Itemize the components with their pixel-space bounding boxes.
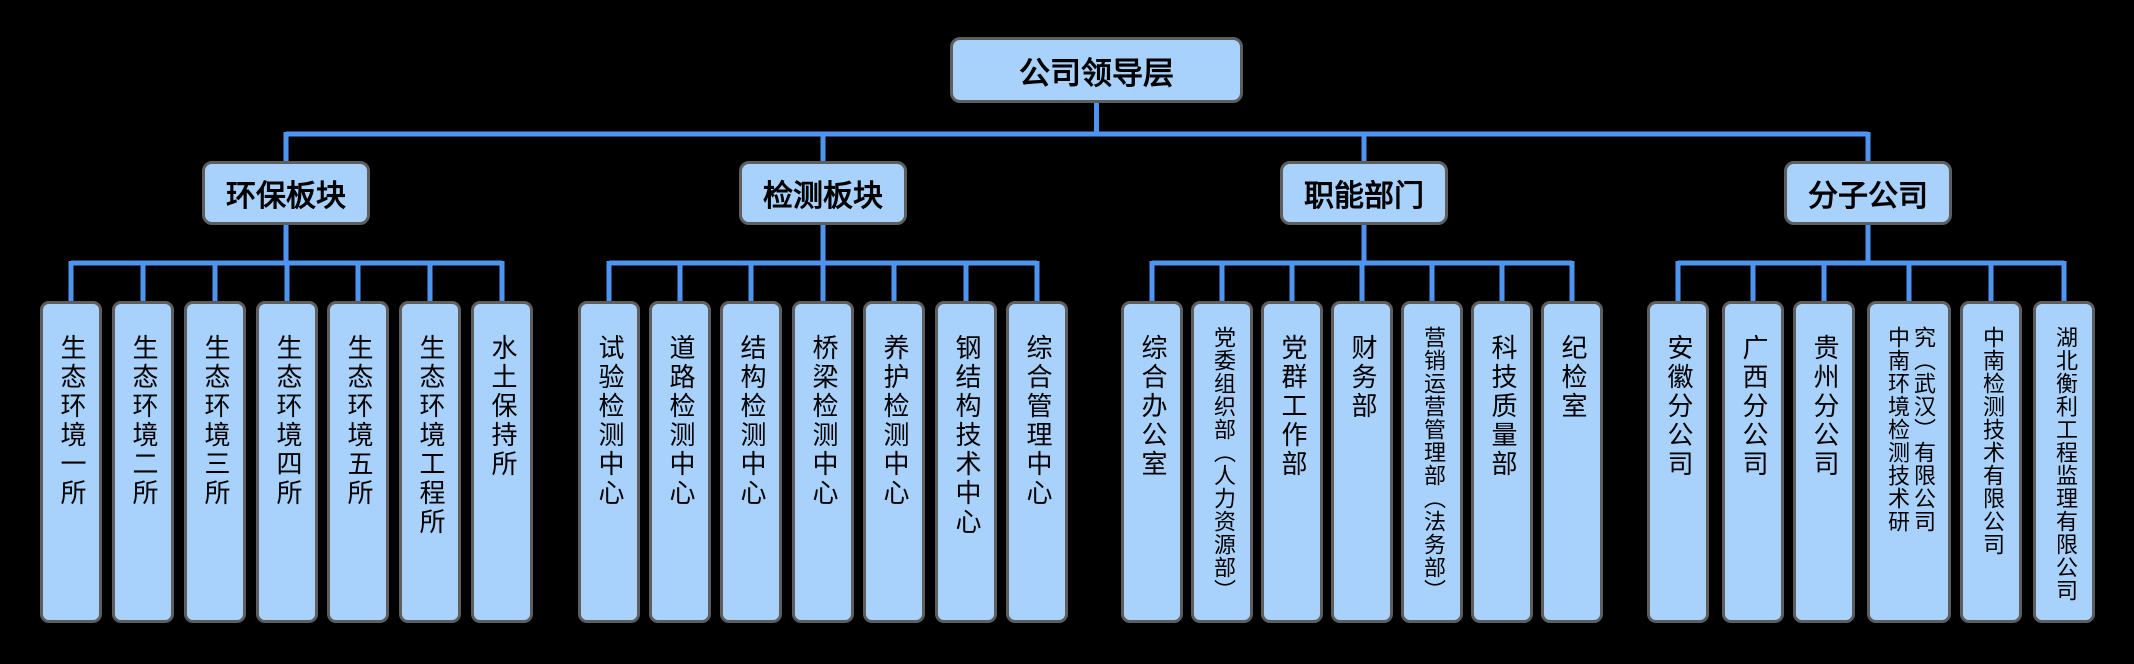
org-unit-label: 试验检测中心 xyxy=(594,334,624,508)
org-unit-label: 结构检测中心 xyxy=(736,334,766,508)
org-unit-label: 钢结构技术中心 xyxy=(951,334,981,537)
org-unit-node: 综合办公室 xyxy=(1121,301,1183,623)
org-unit-node: 安徽分公司 xyxy=(1647,301,1709,623)
org-unit-node: 生态环境三所 xyxy=(184,301,246,623)
org-unit-label: 水土保持所 xyxy=(487,334,517,479)
group-header-label: 职能部门 xyxy=(1304,179,1424,214)
org-unit-label: 综合管理中心 xyxy=(1022,334,1052,508)
org-unit-node: 钢结构技术中心 xyxy=(935,301,997,623)
root-node-label: 公司领导层 xyxy=(1019,55,1174,92)
org-unit-label: 生态环境三所 xyxy=(200,334,230,508)
org-unit-label: 综合办公室 xyxy=(1137,334,1167,479)
org-unit-node: 贵州分公司 xyxy=(1793,301,1855,623)
org-unit-node: 结构检测中心 xyxy=(720,301,782,623)
org-unit-label: 贵州分公司 xyxy=(1809,334,1839,479)
org-unit-node: 水土保持所 xyxy=(471,301,533,623)
group-header-2: 职能部门 xyxy=(1280,161,1448,225)
group-header-label: 检测板块 xyxy=(763,179,883,214)
org-unit-node: 桥梁检测中心 xyxy=(792,301,854,623)
group-header-1: 检测板块 xyxy=(739,161,907,225)
org-unit-label: 道路检测中心 xyxy=(665,334,695,508)
org-unit-node: 生态环境一所 xyxy=(40,301,102,623)
org-unit-label: 生态环境二所 xyxy=(128,334,158,508)
org-unit-node: 广西分公司 xyxy=(1722,301,1784,623)
org-unit-label: 生态环境一所 xyxy=(56,334,86,508)
org-unit-label: 养护检测中心 xyxy=(879,334,909,508)
org-unit-label: 广西分公司 xyxy=(1738,334,1768,479)
group-header-3: 分子公司 xyxy=(1784,161,1952,225)
org-unit-label: 生态环境五所 xyxy=(343,334,373,508)
org-unit-node: 综合管理中心 xyxy=(1006,301,1068,623)
org-unit-label: 生态环境四所 xyxy=(272,334,302,508)
group-header-label: 分子公司 xyxy=(1808,179,1928,214)
org-unit-node: 党群工作部 xyxy=(1261,301,1323,623)
org-unit-node: 生态环境二所 xyxy=(112,301,174,623)
org-unit-node: 纪检室 xyxy=(1541,301,1603,623)
org-unit-label: 桥梁检测中心 xyxy=(808,334,838,508)
org-unit-label: 中南检测技术有限公司 xyxy=(1979,326,2004,556)
org-unit-label: 纪检室 xyxy=(1557,334,1587,421)
org-unit-label: 营销运营管理部（法务部） xyxy=(1420,326,1445,602)
root-node: 公司领导层 xyxy=(950,37,1243,103)
org-unit-label: 中南环境检测技术研究（武汉）有限公司 xyxy=(1884,326,1935,533)
org-unit-node: 财务部 xyxy=(1331,301,1393,623)
org-unit-label: 科技质量部 xyxy=(1487,334,1517,479)
org-unit-node: 生态环境五所 xyxy=(327,301,389,623)
org-unit-label: 安徽分公司 xyxy=(1663,334,1693,479)
org-unit-node: 生态环境四所 xyxy=(256,301,318,623)
org-unit-node: 营销运营管理部（法务部） xyxy=(1401,301,1463,623)
group-header-label: 环保板块 xyxy=(226,179,346,214)
org-unit-label: 生态环境工程所 xyxy=(415,334,445,537)
org-unit-node: 养护检测中心 xyxy=(863,301,925,623)
org-unit-node: 湖北衡利工程监理有限公司 xyxy=(2033,301,2095,623)
org-unit-node: 党委组织部（人力资源部） xyxy=(1191,301,1253,623)
org-unit-label: 党委组织部（人力资源部） xyxy=(1210,326,1235,602)
org-unit-label: 财务部 xyxy=(1347,334,1377,421)
group-header-0: 环保板块 xyxy=(202,161,370,225)
org-unit-node: 试验检测中心 xyxy=(578,301,640,623)
org-unit-node: 中南检测技术有限公司 xyxy=(1960,301,2022,623)
org-unit-node: 科技质量部 xyxy=(1471,301,1533,623)
org-unit-node: 生态环境工程所 xyxy=(399,301,461,623)
org-unit-label: 党群工作部 xyxy=(1277,334,1307,479)
org-unit-label: 湖北衡利工程监理有限公司 xyxy=(2052,326,2077,602)
org-unit-node: 中南环境检测技术研究（武汉）有限公司 xyxy=(1867,301,1951,623)
org-unit-node: 道路检测中心 xyxy=(649,301,711,623)
